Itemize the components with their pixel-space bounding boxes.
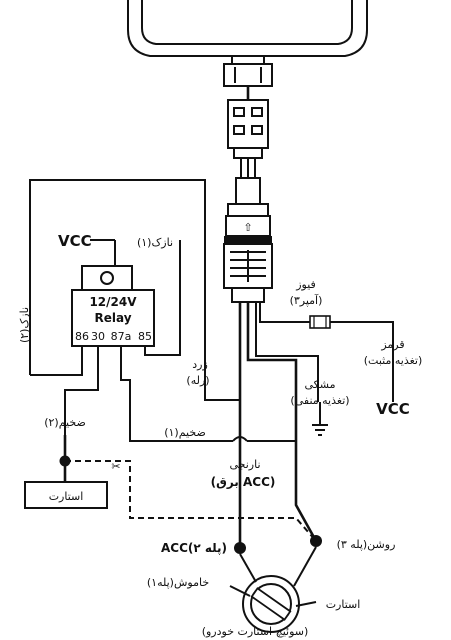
thin2-label: نازک(۲) [18, 307, 31, 343]
on-position-label: روشن(پله ۳) [337, 538, 396, 551]
red-sub-label: (تغذیه مثبت) [364, 354, 423, 367]
relay-pin-30: 30 [91, 330, 105, 343]
thick1-label: ضخیم(۱) [164, 426, 206, 439]
relay-voltage: 12/24V [89, 295, 137, 309]
ignition-switch-icon [229, 546, 317, 633]
vcc-top-label: VCC [58, 232, 92, 250]
black-label: مشکی [305, 378, 336, 391]
fuse-label: فیوز [295, 278, 316, 291]
off-position-label: خاموش(پله۱) [147, 576, 209, 589]
orange-label: نارنجی [229, 458, 260, 471]
thin1-label: نازک(۱) [137, 236, 173, 249]
orange-sub-label: (برق ACC) [211, 475, 276, 489]
ignition-switch-label: (سوئیچ استارت خودرو) [202, 625, 309, 638]
fuse-sub-label: (۳آمپر) [290, 293, 323, 307]
start-box-label: استارت [49, 490, 84, 503]
connector-arrow-icon: ⇧ [243, 221, 252, 234]
start-box [24, 481, 108, 509]
scissors-icon: ✂ [111, 460, 120, 473]
relay: 12/24V Relay 86 30 87a 85 [71, 265, 155, 347]
device-housing [127, 0, 368, 57]
yellow-label: زرد [192, 358, 208, 371]
vcc-right-label: VCC [376, 400, 410, 418]
relay-pin-86: 86 [75, 330, 89, 343]
cable-connector-assembly: ⇧ [223, 55, 273, 303]
black-sub-label: (تغذیه منفی) [290, 394, 349, 407]
red-label: قرمز [380, 338, 404, 351]
fuse-icon [309, 315, 331, 329]
start-position-label: استارت [326, 598, 361, 611]
yellow-sub-label: (رله) [186, 374, 209, 387]
junction-thick2 [59, 455, 71, 467]
relay-pin-85: 85 [138, 330, 152, 343]
relay-pin-87a: 87a [111, 330, 132, 343]
acc-position-label: ACC(پله ۲) [161, 541, 227, 555]
junction-acc [234, 542, 246, 554]
junction-on [310, 535, 322, 547]
thick2-label: ضخیم(۲) [44, 416, 86, 429]
relay-name: Relay [94, 311, 131, 325]
